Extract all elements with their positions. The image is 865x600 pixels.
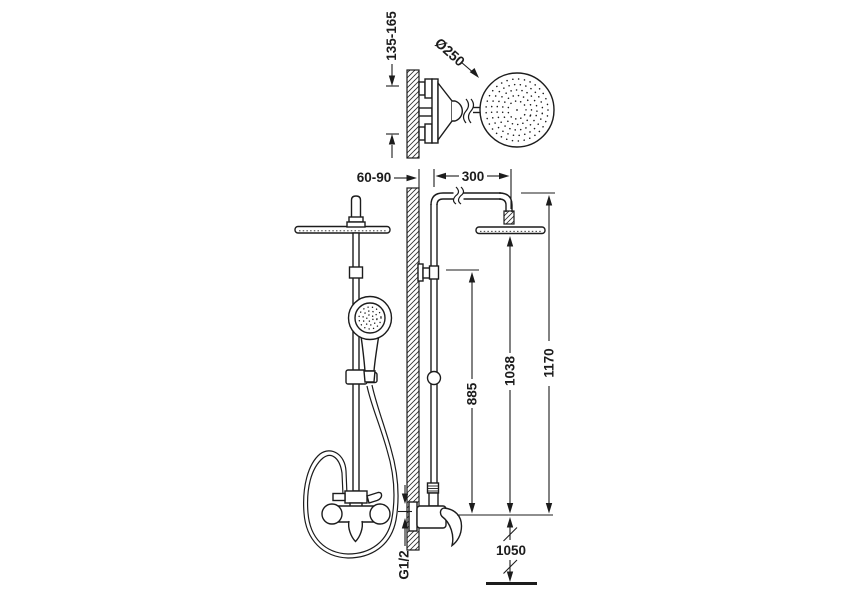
wall-section-side	[406, 187, 420, 551]
column-finial	[346, 195, 366, 228]
plan-view-wall-detail	[406, 69, 555, 159]
dim-connection-thread: G1/2	[397, 485, 412, 580]
overhead-shower-face	[479, 72, 555, 148]
dim-head-diameter: Ø250	[432, 35, 482, 81]
dim-label-head-height: 1038	[503, 355, 518, 386]
hose-slider-ring	[426, 370, 442, 386]
dim-wall-offset: 60-90	[357, 169, 420, 188]
valve-nose	[452, 100, 463, 122]
dim-label-handshower-height: 885	[465, 382, 480, 405]
dim-mixer-height: 1050	[486, 517, 537, 585]
wall-section-plan	[406, 69, 420, 159]
supply-connection-top	[418, 78, 433, 99]
dim-label-wall-offset: 60-90	[357, 170, 392, 185]
break-symbol-arm	[452, 186, 460, 205]
dim-label-mixer-height: 1050	[496, 543, 526, 558]
pipe-coupling	[348, 266, 364, 279]
dim-total-height: 1170	[521, 192, 557, 514]
dimensions: 60-90 300 885 1038	[357, 169, 557, 585]
dim-label-arm-projection: 300	[462, 169, 485, 184]
hose-outlet-tee	[344, 490, 368, 504]
diverter-lever	[366, 491, 383, 504]
valve-cone	[437, 80, 453, 143]
overhead-shower-edge	[475, 226, 546, 235]
shower-hose	[303, 384, 399, 559]
mixer-lever-side	[439, 507, 463, 548]
hose-connection-stub	[332, 492, 346, 502]
dim-label-connection-thread: G1/2	[397, 550, 412, 579]
dim-label-head-diameter: Ø250	[432, 35, 468, 70]
dim-label-total-height: 1170	[542, 348, 557, 377]
wall-bracket	[417, 263, 440, 282]
dim-head-height: 1038	[503, 236, 518, 514]
mixer-lever-front	[347, 520, 364, 543]
dim-arm-projection: 300	[433, 169, 512, 209]
mixer-wall-flange	[408, 501, 418, 532]
riser-base-nut	[426, 482, 440, 507]
supply-stub	[418, 107, 433, 117]
dim-label-supply-spacing: 135-165	[384, 11, 399, 61]
hand-shower	[347, 295, 393, 383]
supply-connection-bottom	[418, 123, 433, 144]
dim-supply-spacing: 135-165	[384, 11, 399, 158]
overhead-shower-disc	[294, 225, 391, 234]
mixer-escutcheon-left	[321, 503, 343, 525]
riser-pipe	[430, 192, 513, 484]
front-view	[294, 195, 399, 559]
dim-handshower-height: 885	[446, 269, 480, 514]
mixer-escutcheon-right	[369, 503, 391, 525]
valve-body-plan	[431, 78, 439, 144]
break-symbol-plan	[462, 98, 470, 124]
side-view	[406, 186, 546, 551]
head-ball-joint	[503, 210, 515, 225]
